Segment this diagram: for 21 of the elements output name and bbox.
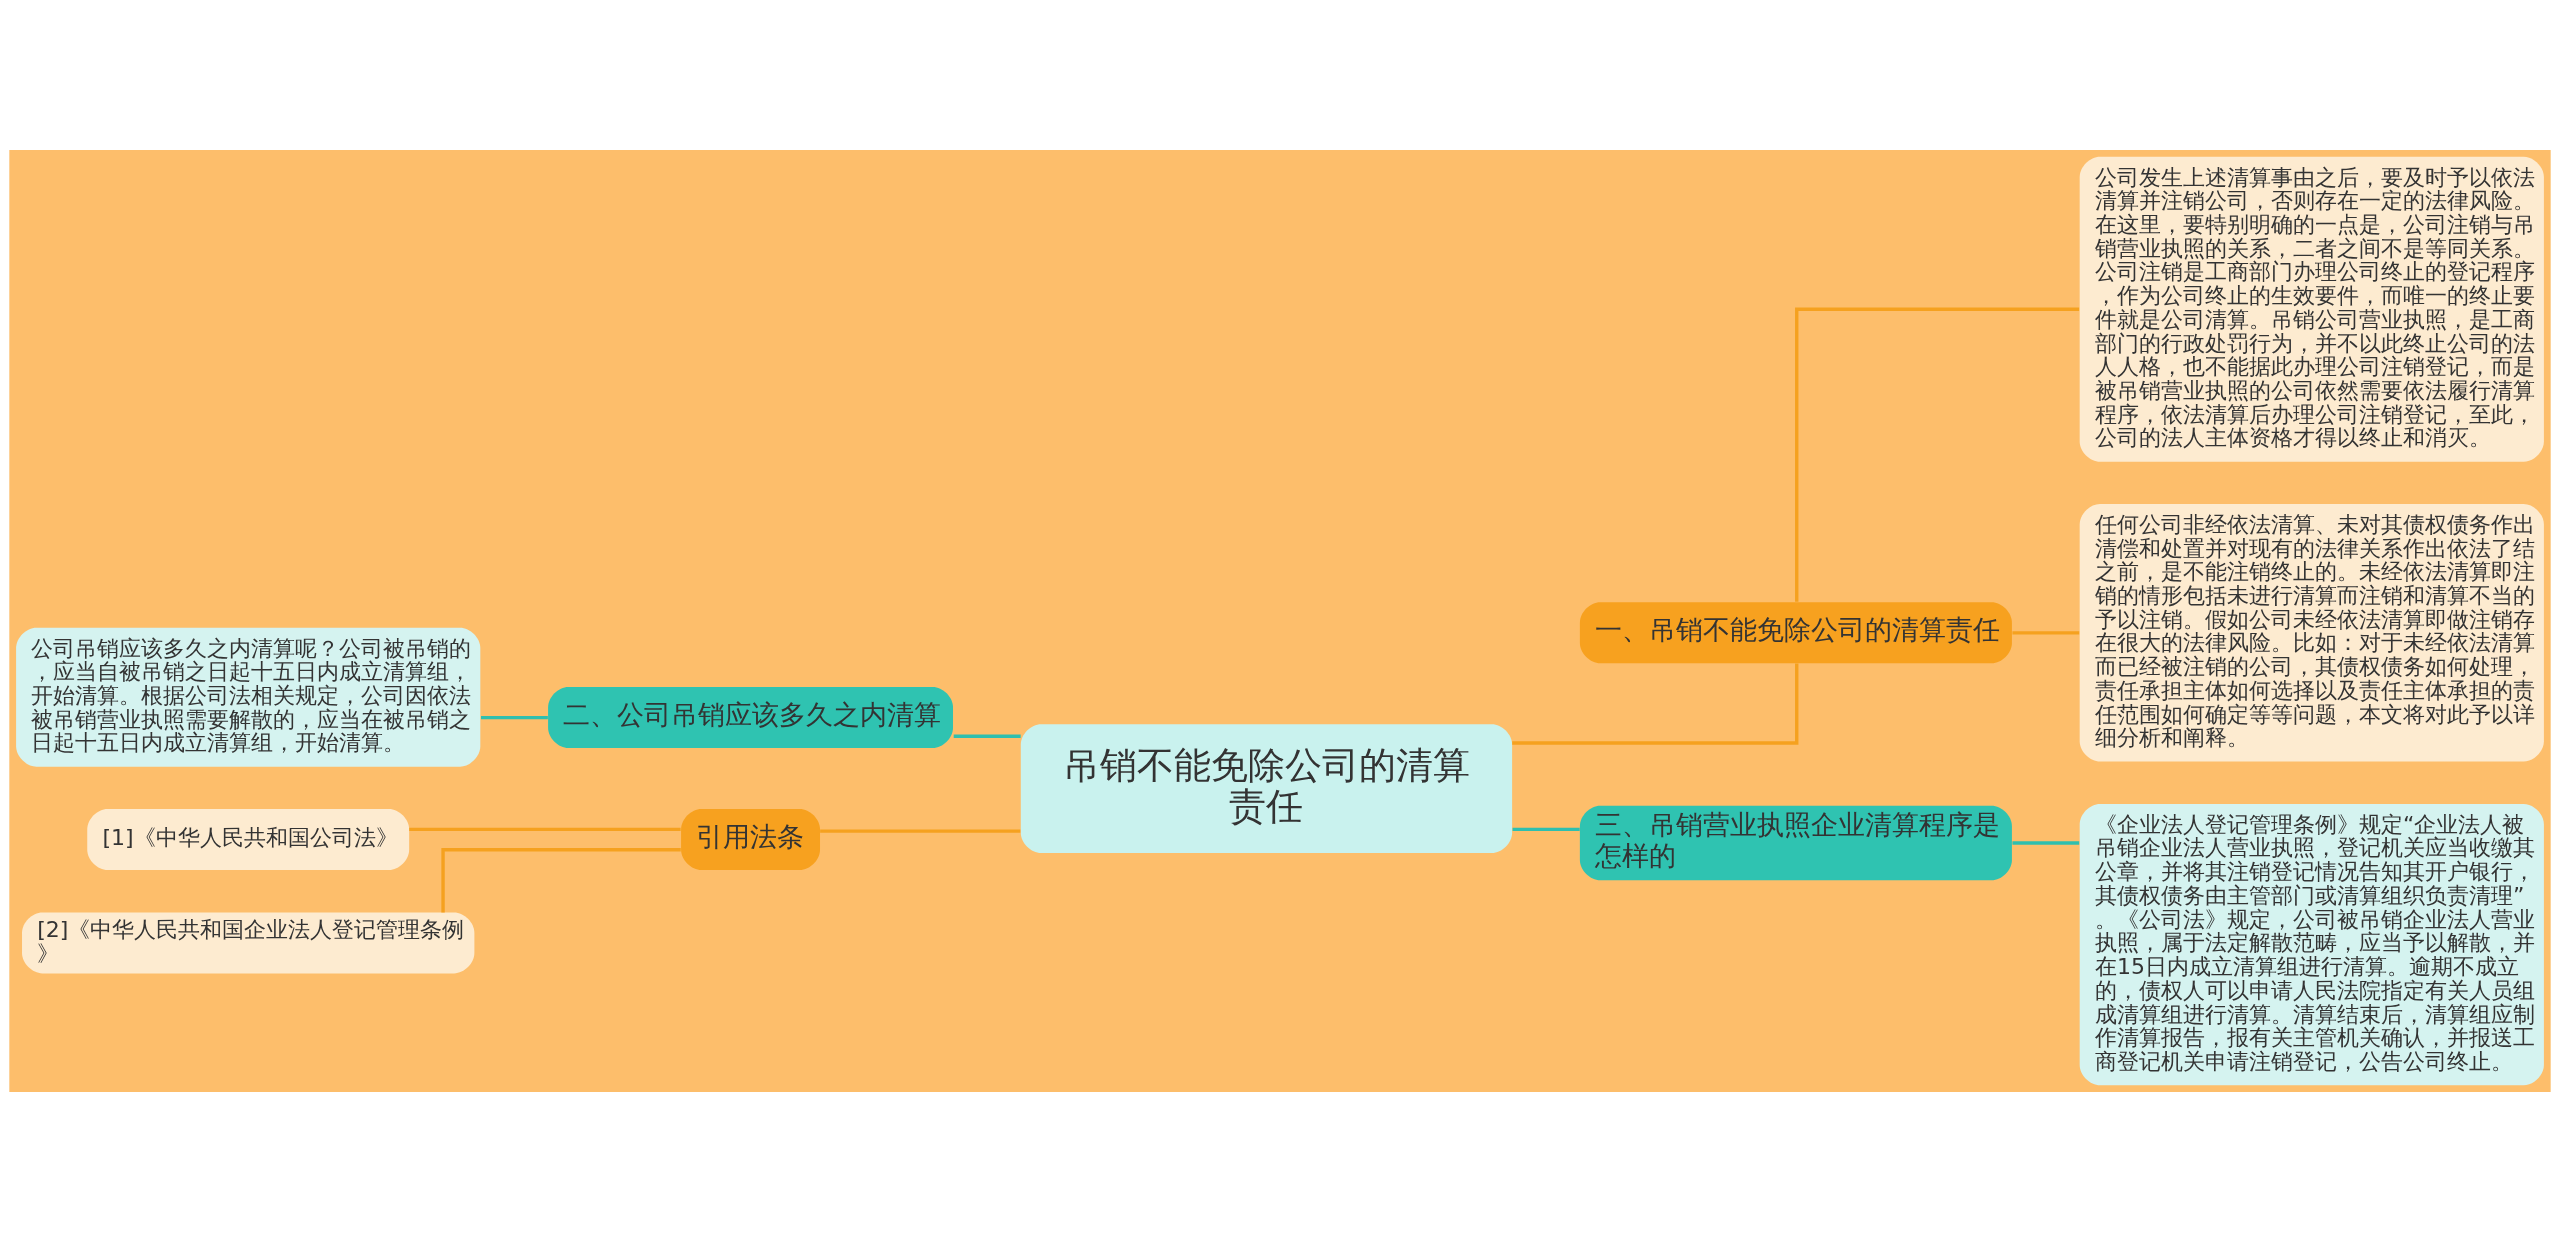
connector xyxy=(1512,827,1580,831)
node-box: 任何公司非经依法清算、未对其债权债务作出清偿和处置并对现有的法律关系作出依法了结之前，是不能注销终止的。未经依法清算即注销的情形包括未进行清算而注销和清算不当的予以注销。假如公司未经依法清算即做注销存在很大的法律风险。比如：对于未经依法清算而已经被注销的公司，其债权债务如何处理，责任承担主体如何选择以及责任主体承担的责任范围如何确定等等问题，本文将对此予以详细分析和阐释。 xyxy=(2079,503,2544,762)
connector xyxy=(2012,630,2080,635)
node-box: [1]《中华人民共和国公司法》 xyxy=(87,808,410,870)
node-box: 引用法条 xyxy=(681,808,820,870)
node-box: 吊销不能免除公司的清算责任 xyxy=(1020,723,1513,853)
node-box: 《企业法人登记管理条例》规定“企业法人被吊销企业法人营业执照，登记机关应当收缴其公章，并将其注销登记情况告知其开户银行，其债权债务由主管部门或清算组织负责清理”。《公司法》规定，公司被吊销企业法人营业执照，属于法定解散范畴，应当予以解散，并在15日内成立清算组进行清算。逾期不成立的，债权人可以申请人民法院指定有关人员组成清算组进行清算。清算结束后，清算组应制作清算报告，报有关主管机关确认，并报送工商登记机关申请注销登记，公告公司终止。 xyxy=(2079,803,2544,1085)
connector xyxy=(1512,663,1799,745)
connector xyxy=(820,828,1021,833)
node-box: [2]《中华人民共和国企业法人登记管理条例》 xyxy=(22,911,475,973)
node-box: 三、吊销营业执照企业清算程序是怎样的 xyxy=(1579,805,2012,880)
node-box: 公司发生上述清算事由之后，要及时予以依法清算并注销公司，否则存在一定的法律风险。在这里，要特别明确的一点是，公司注销与吊销营业执照的关系，二者之间不是等同关系。公司注销是工商部门办理公司终止的登记程序，作为公司终止的生效要件，而唯一的终止要件就是公司清算。吊销公司营业执照，是工商部门的行政处罚行为，并不以此终止公司的法人人格，也不能据此办理公司注销登记，而是被吊销营业执照的公司依然需要依法履行清算程序，依法清算后办理公司注销登记，至此，公司的法人主体资格才得以终止和消灭。 xyxy=(2079,156,2544,462)
connector xyxy=(2012,840,2080,845)
connector xyxy=(481,715,548,719)
node-box: 公司吊销应该多久之内清算呢？公司被吊销的，应当自被吊销之日起十五日内成立清算组，开始清算。根据公司法相关规定，公司因依法被吊销营业执照需要解散的，应当在被吊销之日起十五日内成立清算组，开始清算。 xyxy=(16,627,481,767)
connector xyxy=(409,827,681,831)
connector xyxy=(953,734,1021,738)
node-box: 一、吊销不能免除公司的清算责任 xyxy=(1579,601,2012,663)
connector xyxy=(1795,307,2080,602)
node-box: 二、公司吊销应该多久之内清算 xyxy=(548,686,953,748)
connector xyxy=(441,847,681,912)
